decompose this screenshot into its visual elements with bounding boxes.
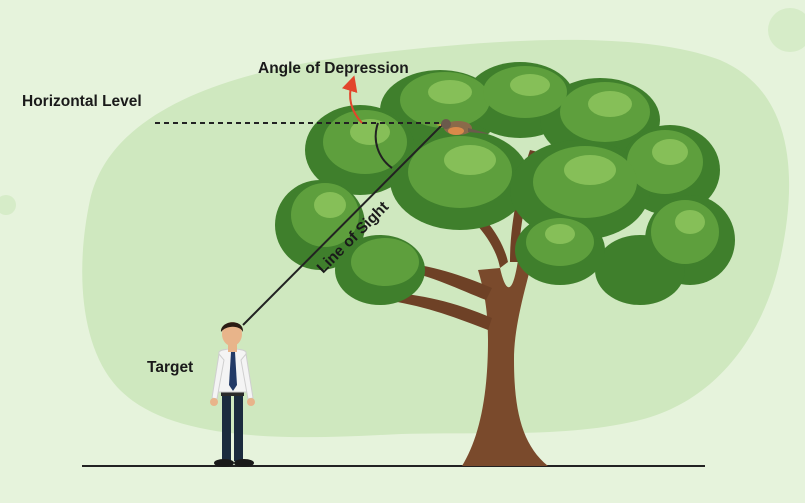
person-icon [210,322,255,467]
tree-icon [275,62,735,466]
line-of-sight [242,124,443,326]
angle-of-depression-label: Angle of Depression [258,60,409,77]
target-label: Target [147,359,193,376]
angle-arrow-icon [342,75,363,124]
angle-arc [374,122,393,169]
horizontal-level-label: Horizontal Level [22,93,142,110]
background-dot [0,195,16,215]
background-dot [768,8,805,52]
bird-icon [436,119,490,135]
